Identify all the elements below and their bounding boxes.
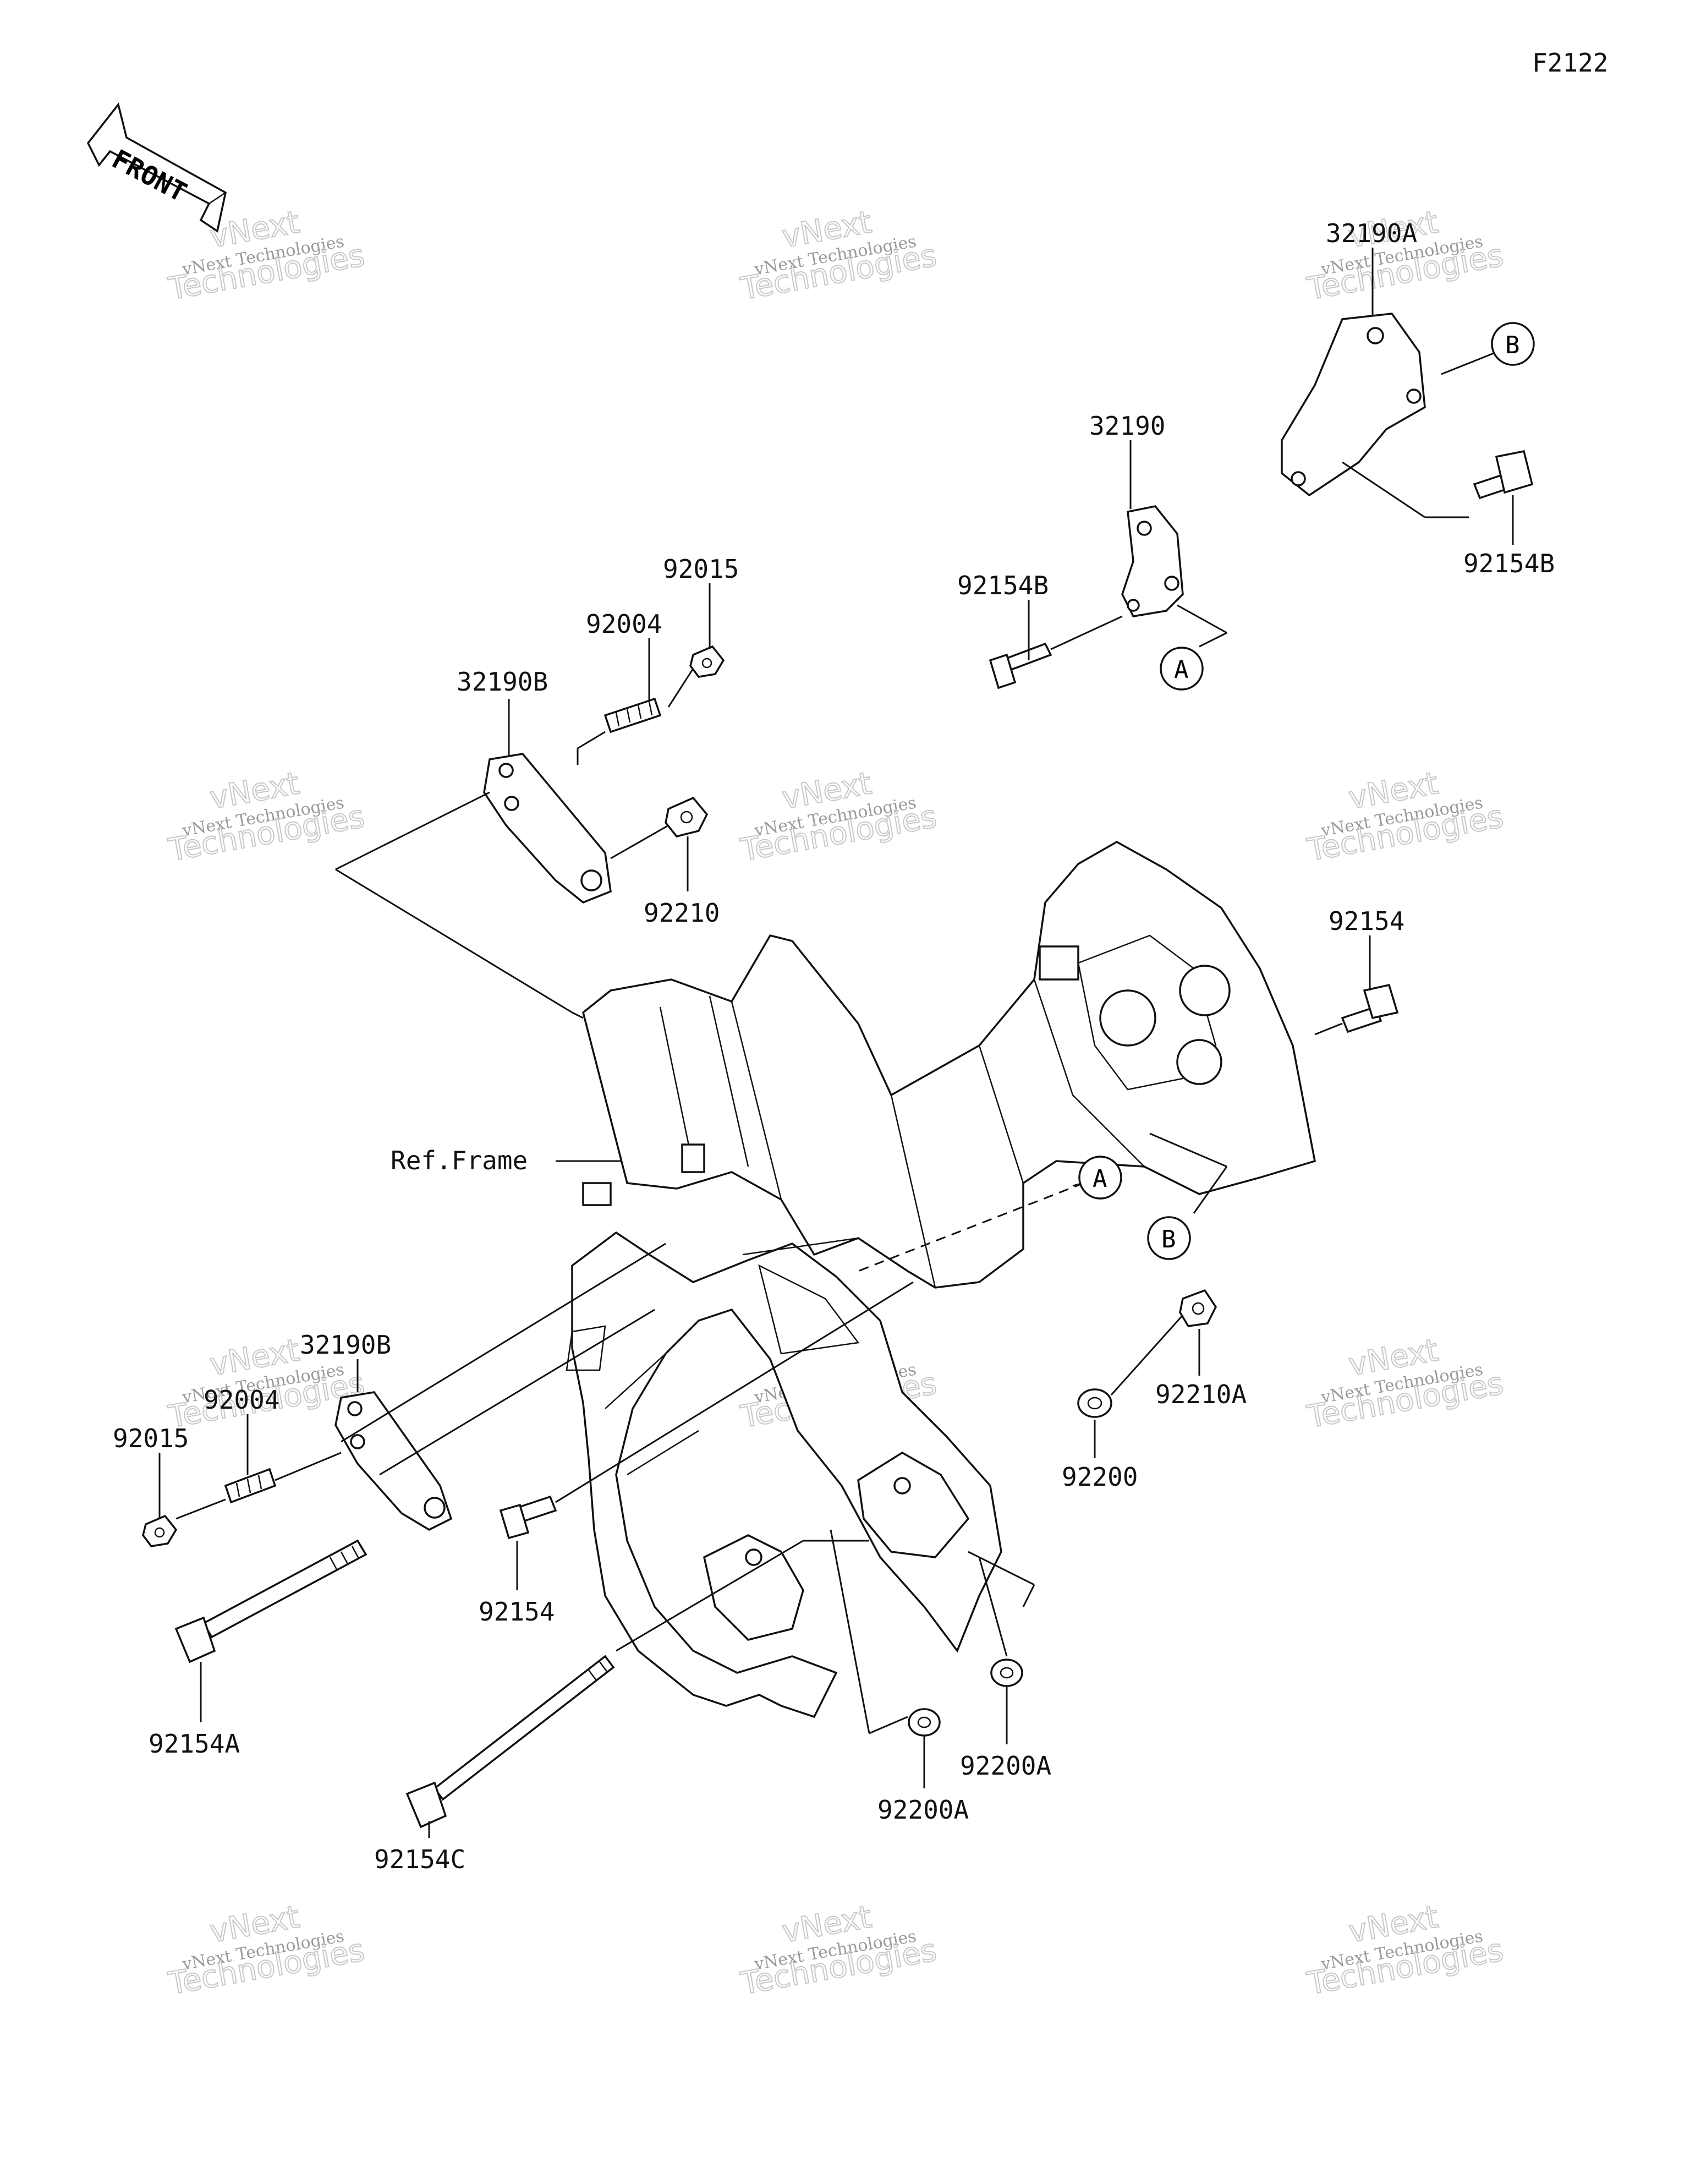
connector-b-top: B [1491,322,1535,366]
connector-b-frame: B [1147,1216,1191,1260]
label-92004-top[interactable]: 92004 [586,609,662,639]
nut-92210A[interactable] [1179,1289,1217,1327]
label-92154B-top[interactable]: 92154B [957,571,1049,600]
svg-text:A: A [1093,1165,1107,1193]
label-92154-mid[interactable]: 92154 [479,1597,555,1627]
figure-code: F2122 [1532,48,1608,78]
label-92200A-low[interactable]: 92200A [877,1795,969,1825]
bolt-92154-mid[interactable] [499,1495,557,1540]
nut-92015-top[interactable] [689,645,725,678]
bolt-92154-right[interactable] [1341,983,1399,1033]
bolt-92154A[interactable] [174,1539,367,1663]
leader-lines [158,248,1514,1838]
bracket-32190[interactable] [1121,505,1184,617]
svg-text:A: A [1174,656,1189,684]
label-92154C[interactable]: 92154C [374,1844,465,1874]
label-92154B-right[interactable]: 92154B [1463,549,1555,578]
label-92200A-right[interactable]: 92200A [960,1751,1051,1781]
connector-a-frame: A [1078,1156,1122,1200]
svg-text:B: B [1505,331,1520,359]
label-ref-frame: Ref.Frame [391,1146,528,1175]
label-92154-right[interactable]: 92154 [1329,906,1404,936]
label-92015-low[interactable]: 92015 [113,1424,189,1453]
washer-92200A-right[interactable] [990,1658,1023,1687]
svg-text:B: B [1161,1225,1176,1254]
label-32190B-top[interactable]: 32190B [457,667,548,697]
front-arrow-icon: FRONT [86,102,227,233]
bolt-92154C[interactable] [405,1655,615,1829]
washer-92200A-low[interactable] [908,1708,941,1737]
frame [566,840,1316,1718]
label-92154A[interactable]: 92154A [149,1729,240,1759]
label-32190A[interactable]: 32190A [1326,218,1417,248]
label-32190[interactable]: 32190 [1089,411,1165,441]
label-32190B-low[interactable]: 32190B [300,1330,391,1360]
bracket-32190A[interactable] [1281,313,1426,497]
stud-92004-low[interactable] [224,1468,277,1504]
nut-92015-low[interactable] [142,1514,178,1547]
nut-92210[interactable] [665,796,709,838]
label-92210A[interactable]: 92210A [1155,1380,1247,1409]
bracket-32190B-lower[interactable] [334,1391,453,1531]
label-92210[interactable]: 92210 [644,898,720,928]
washer-92200[interactable] [1077,1388,1112,1418]
bolt-92154B-right[interactable] [1473,450,1534,500]
label-92200[interactable]: 92200 [1062,1462,1138,1492]
label-92015-top[interactable]: 92015 [663,554,739,584]
connector-a-top: A [1160,647,1204,691]
bracket-32190B-upper[interactable] [483,753,612,904]
stud-92004-top[interactable] [603,697,662,734]
label-92004-low[interactable]: 92004 [204,1385,279,1415]
bolt-92154B-top[interactable] [989,642,1052,689]
